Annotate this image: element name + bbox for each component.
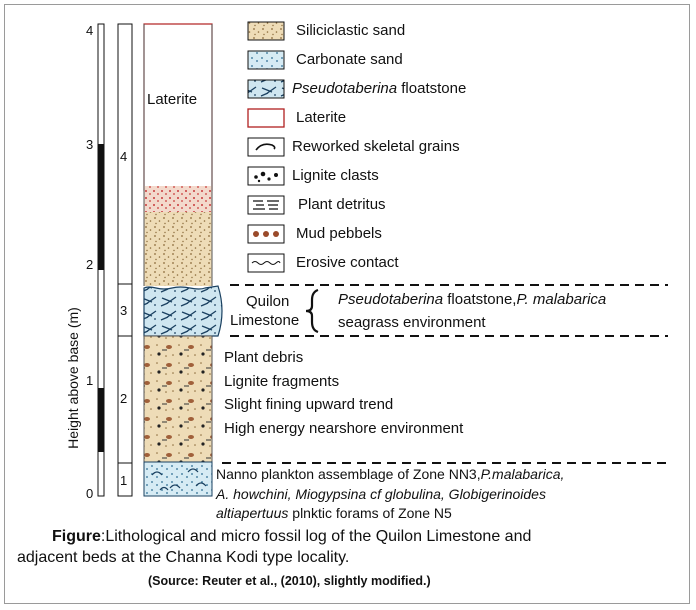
skeletal-grains-swatch [247,137,285,157]
unit1-description-line1: Nanno plankton assemblage of Zone NN3,P.… [216,466,565,482]
tick-2: 2 [86,257,94,272]
caption-line1: Figure:Lithological and micro fossil log… [52,528,532,545]
unit2-description-line: Slight fining upward trend [224,396,394,413]
laterite-swatch [247,108,285,128]
quilon-limestone-layer [143,285,223,337]
axis-bar-black-segment [98,388,104,452]
lignite-clasts-swatch [247,166,285,186]
tick-3: 3 [86,137,94,152]
unit-bar [117,23,133,497]
quilon-label-line2: Limestone [230,312,300,329]
legend-label-carbonate-sand: Carbonate sand [296,51,403,68]
legend-label-lignite-clasts: Lignite clasts [292,167,379,184]
erosive-contact-swatch [247,253,285,273]
legend-label-plant-detritus: Plant detritus [298,196,386,213]
unit-number-4: 4 [120,149,128,164]
unit2-description-line: High energy nearshore environment [224,420,464,437]
legend-label-floatstone: Pseudotaberina floatstone [292,80,467,97]
unit-number-3: 3 [120,303,128,318]
carbonate-sand-swatch [247,50,285,70]
unit1-carbonate-layer [143,461,213,497]
tick-1: 1 [86,373,94,388]
legend-label-mud-pebbles: Mud pebbels [296,225,382,242]
unit3-description-line2: seagrass environment [338,314,486,331]
caption-source: (Source: Reuter et al., (2010), slightly… [148,574,431,588]
unit2-description-line: Lignite fragments [224,373,340,390]
axis-bar-black-segment [98,144,104,270]
unit2-layer [143,335,213,463]
figure-frame [4,4,690,604]
legend-label-siliciclastic-sand: Siliciclastic sand [296,22,406,39]
caption-line2: adjacent beds at the Channa Kodi type lo… [17,549,350,566]
plant-detritus-swatch [247,195,285,215]
unit-number-1: 1 [120,473,128,488]
tick-0: 0 [86,486,94,501]
quilon-brace [305,288,319,334]
laterite-column-label: Laterite [147,91,198,108]
legend-swatches [247,21,285,273]
quilon-label-line1: Quilon [246,293,290,310]
unit3-description-line1: Pseudotaberina floatstone,P. malabarica [338,291,607,308]
unit-number-2: 2 [120,391,128,406]
legend-label-skeletal-grains: Reworked skeletal grains [292,138,460,155]
legend-label-erosive-contact: Erosive contact [296,254,399,271]
laterite-transition [144,186,212,214]
floatstone-swatch [247,79,285,99]
unit1-description-line2: A. howchini, Miogypsina cf globulina, Gl… [216,486,546,502]
tick-4: 4 [86,23,94,38]
siliciclastic-sand-swatch [247,21,285,41]
unit1-description-line3: altiapertuus plnktic forams of Zone N5 [216,505,452,521]
legend-label-laterite: Laterite [296,109,347,126]
unit2-description-line: Plant debris [224,349,304,366]
axis-title: Height above base (m) [65,307,81,449]
unit4-sand-layer [144,212,212,286]
